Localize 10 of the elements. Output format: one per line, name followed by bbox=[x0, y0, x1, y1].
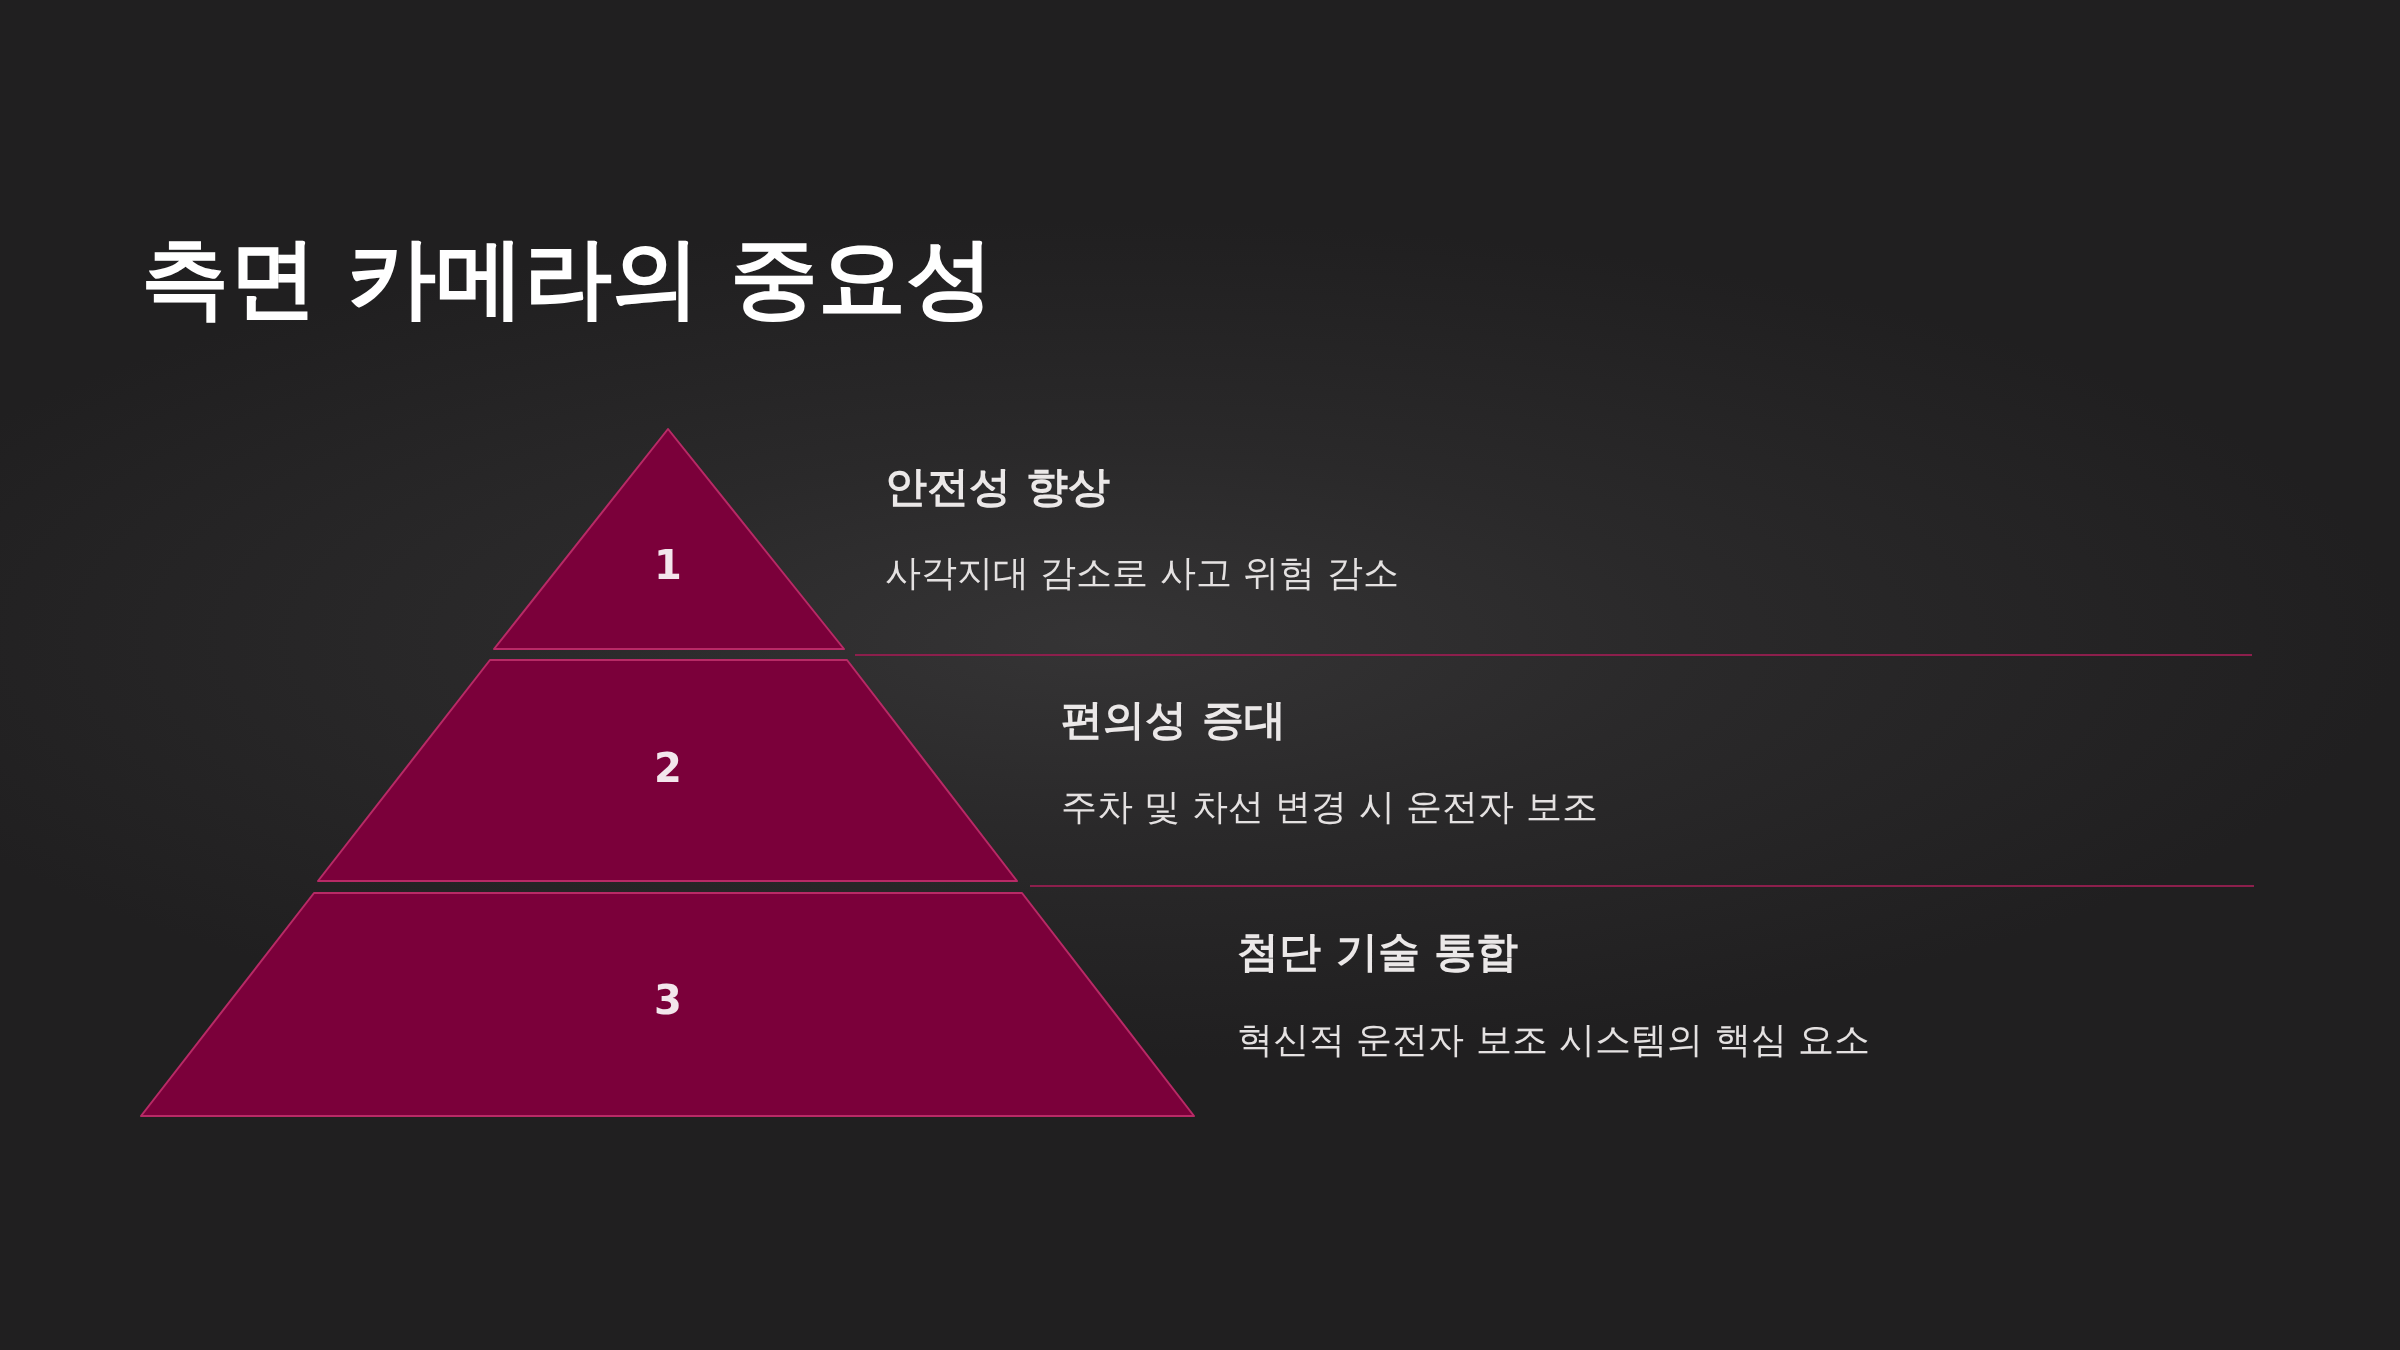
tier-heading: 첨단 기술 통합 bbox=[1237, 926, 1519, 978]
tier-number: 1 bbox=[654, 541, 682, 589]
slide-title: 측면 카메라의 중요성 bbox=[141, 225, 995, 331]
tier-heading: 안전성 향상 bbox=[885, 461, 1110, 513]
tier-description: 혁신적 운전자 보조 시스템의 핵심 요소 bbox=[1237, 1018, 1871, 1062]
tier-heading: 편의성 증대 bbox=[1061, 694, 1286, 746]
tier-number: 3 bbox=[654, 976, 682, 1024]
tier-number: 2 bbox=[654, 744, 682, 792]
tier-description: 주차 및 차선 변경 시 운전자 보조 bbox=[1061, 785, 1598, 829]
tier-description: 사각지대 감소로 사고 위험 감소 bbox=[885, 551, 1399, 595]
